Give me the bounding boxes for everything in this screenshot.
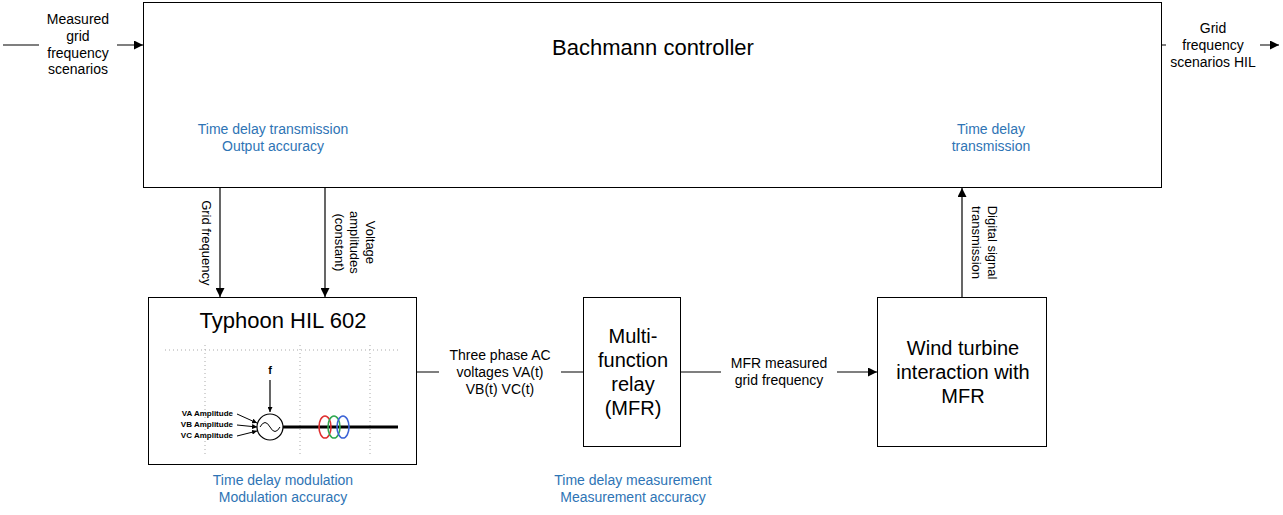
signal-label: VA Amplitude	[182, 409, 233, 419]
io-label: Grid frequency scenarios HIL	[1166, 19, 1260, 71]
signal-arrow	[219, 188, 220, 297]
source-illustration	[165, 345, 400, 455]
edge-label: Voltage amplitudes (constant)	[331, 192, 378, 292]
box-title: Typhoon HIL 602	[156, 308, 411, 334]
signal-label: VC Amplitude	[181, 431, 233, 441]
process-box: Bachmann controllerTime delay transmissi…	[143, 2, 1162, 188]
signal-arrow	[961, 188, 962, 297]
annotation-text: Time delay transmission Output accuracy	[183, 121, 363, 155]
signal-label: f	[268, 364, 272, 377]
edge-label: Digital signal transmission	[968, 193, 999, 293]
box-title: Bachmann controller	[443, 35, 863, 61]
edge-label: MFR measured grid frequency	[721, 354, 837, 390]
signal-label: VB Amplitude	[181, 420, 233, 430]
edge-label: Three phase AC voltages VA(t) VB(t) VC(t…	[439, 346, 561, 398]
edge-label: Grid frequency	[198, 192, 214, 292]
process-box: Multi-function relay (MFR)Time delay mea…	[583, 297, 681, 447]
box-title: Wind turbine interaction with MFR	[883, 336, 1043, 408]
annotation-text: Time delay transmission	[939, 121, 1043, 155]
process-box: Wind turbine interaction with MFR	[877, 297, 1047, 447]
io-label: Measured grid frequency scenarios	[39, 10, 117, 79]
signal-arrow	[324, 188, 325, 297]
box-title: Multi-function relay (MFR)	[586, 324, 680, 420]
annotation-text: Time delay modulation Modulation accurac…	[183, 472, 383, 506]
annotation-text: Time delay measurement Measurement accur…	[533, 472, 733, 506]
